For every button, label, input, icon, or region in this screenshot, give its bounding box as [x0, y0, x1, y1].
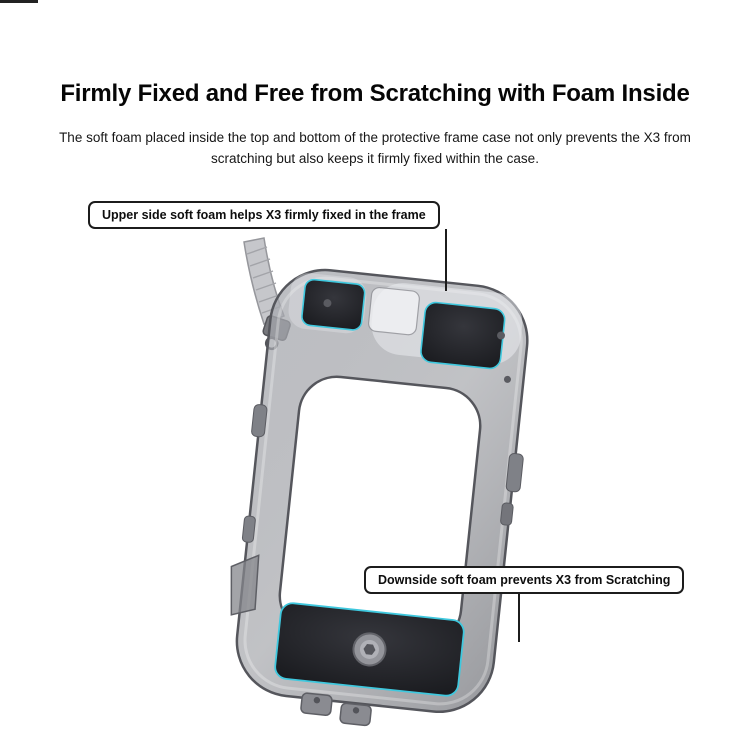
side-latch-details — [241, 299, 524, 543]
leader-line-bottom-foam — [518, 594, 520, 642]
top-window-opening — [367, 286, 420, 336]
page-title: Firmly Fixed and Free from Scratching wi… — [60, 80, 690, 107]
upper-foam-pad-right — [420, 301, 506, 370]
product-render-frame-case — [230, 237, 529, 727]
callout-bottom-foam-label: Downside soft foam prevents X3 from Scra… — [378, 573, 671, 587]
strap-weave-lines — [246, 246, 283, 314]
frame-cage — [230, 268, 529, 727]
callout-upper-foam-label: Upper side soft foam helps X3 firmly fix… — [102, 208, 426, 222]
side-wing-fin — [230, 554, 260, 616]
page-subtitle: The soft foam placed inside the top and … — [0, 128, 750, 170]
page-subtitle-line2: scratching but also keeps it firmly fixe… — [211, 150, 539, 166]
top-edge-artifact — [0, 0, 38, 3]
bottom-clips — [300, 692, 372, 727]
page-subtitle-line1: The soft foam placed inside the top and … — [59, 130, 691, 145]
leader-line-upper-foam — [445, 229, 447, 291]
upper-foam-pad-left — [301, 278, 366, 331]
tripod-screw-hole — [363, 643, 376, 655]
bottom-foam-pad — [274, 602, 465, 697]
callout-upper-foam: Upper side soft foam helps X3 firmly fix… — [88, 201, 440, 229]
callout-bottom-foam: Downside soft foam prevents X3 from Scra… — [364, 566, 685, 594]
